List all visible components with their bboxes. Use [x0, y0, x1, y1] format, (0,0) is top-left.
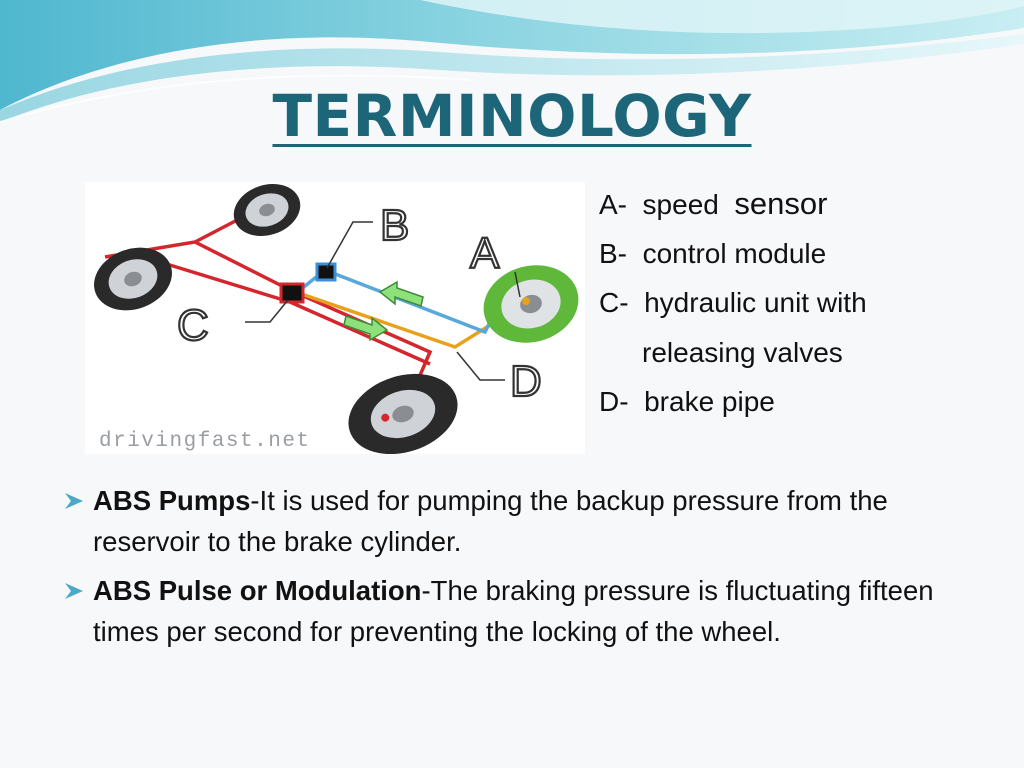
abs-diagram: B A C D drivingfast.net — [85, 182, 585, 454]
bullet-text: -The braking pressure is fluctuating fif… — [93, 575, 934, 647]
hydraulic-unit-box — [279, 282, 305, 304]
leader-lines — [245, 221, 521, 381]
wheel-rear-right-icon — [348, 373, 458, 454]
flow-arrow-left — [378, 280, 424, 307]
bullet-arrow-icon — [65, 493, 83, 509]
terminology-legend: A- speed sensor B- control module C- hyd… — [599, 182, 867, 430]
legend-item-c: C- hydraulic unit with — [599, 287, 867, 318]
diagram-watermark: drivingfast.net — [99, 430, 311, 453]
legend-item-b: B- control module — [599, 237, 827, 269]
wheel-sensor-green-icon — [483, 265, 579, 343]
bullet-arrow-icon — [65, 583, 83, 599]
flow-arrow-right — [343, 315, 389, 342]
legend-item-a: A- speed sensor — [599, 186, 828, 221]
bullet-abs-pulse: ABS Pulse or Modulation-The braking pres… — [62, 570, 962, 652]
wheel-rear-left-icon — [94, 247, 172, 311]
diagram-label-c: C — [177, 301, 209, 350]
control-module-box — [315, 262, 337, 282]
legend-item-c-continued: releasing valves — [642, 336, 843, 368]
bullet-abs-pumps: ABS Pumps-It is used for pumping the bac… — [62, 480, 962, 562]
header-wave-decoration — [0, 0, 1024, 123]
bullet-text: -It is used for pumping the backup press… — [93, 485, 888, 557]
slide-title: TERMINOLOGY — [272, 82, 752, 150]
bullet-term: ABS Pulse or Modulation — [93, 575, 422, 606]
bullet-term: ABS Pumps — [93, 485, 251, 516]
diagram-label-a: A — [470, 229, 500, 278]
legend-item-d: D- brake pipe — [599, 386, 775, 417]
wheel-front-left-icon — [233, 184, 301, 236]
diagram-label-b: B — [380, 201, 409, 250]
bullet-list: ABS Pumps-It is used for pumping the bac… — [62, 480, 962, 660]
diagram-label-d: D — [510, 357, 542, 406]
